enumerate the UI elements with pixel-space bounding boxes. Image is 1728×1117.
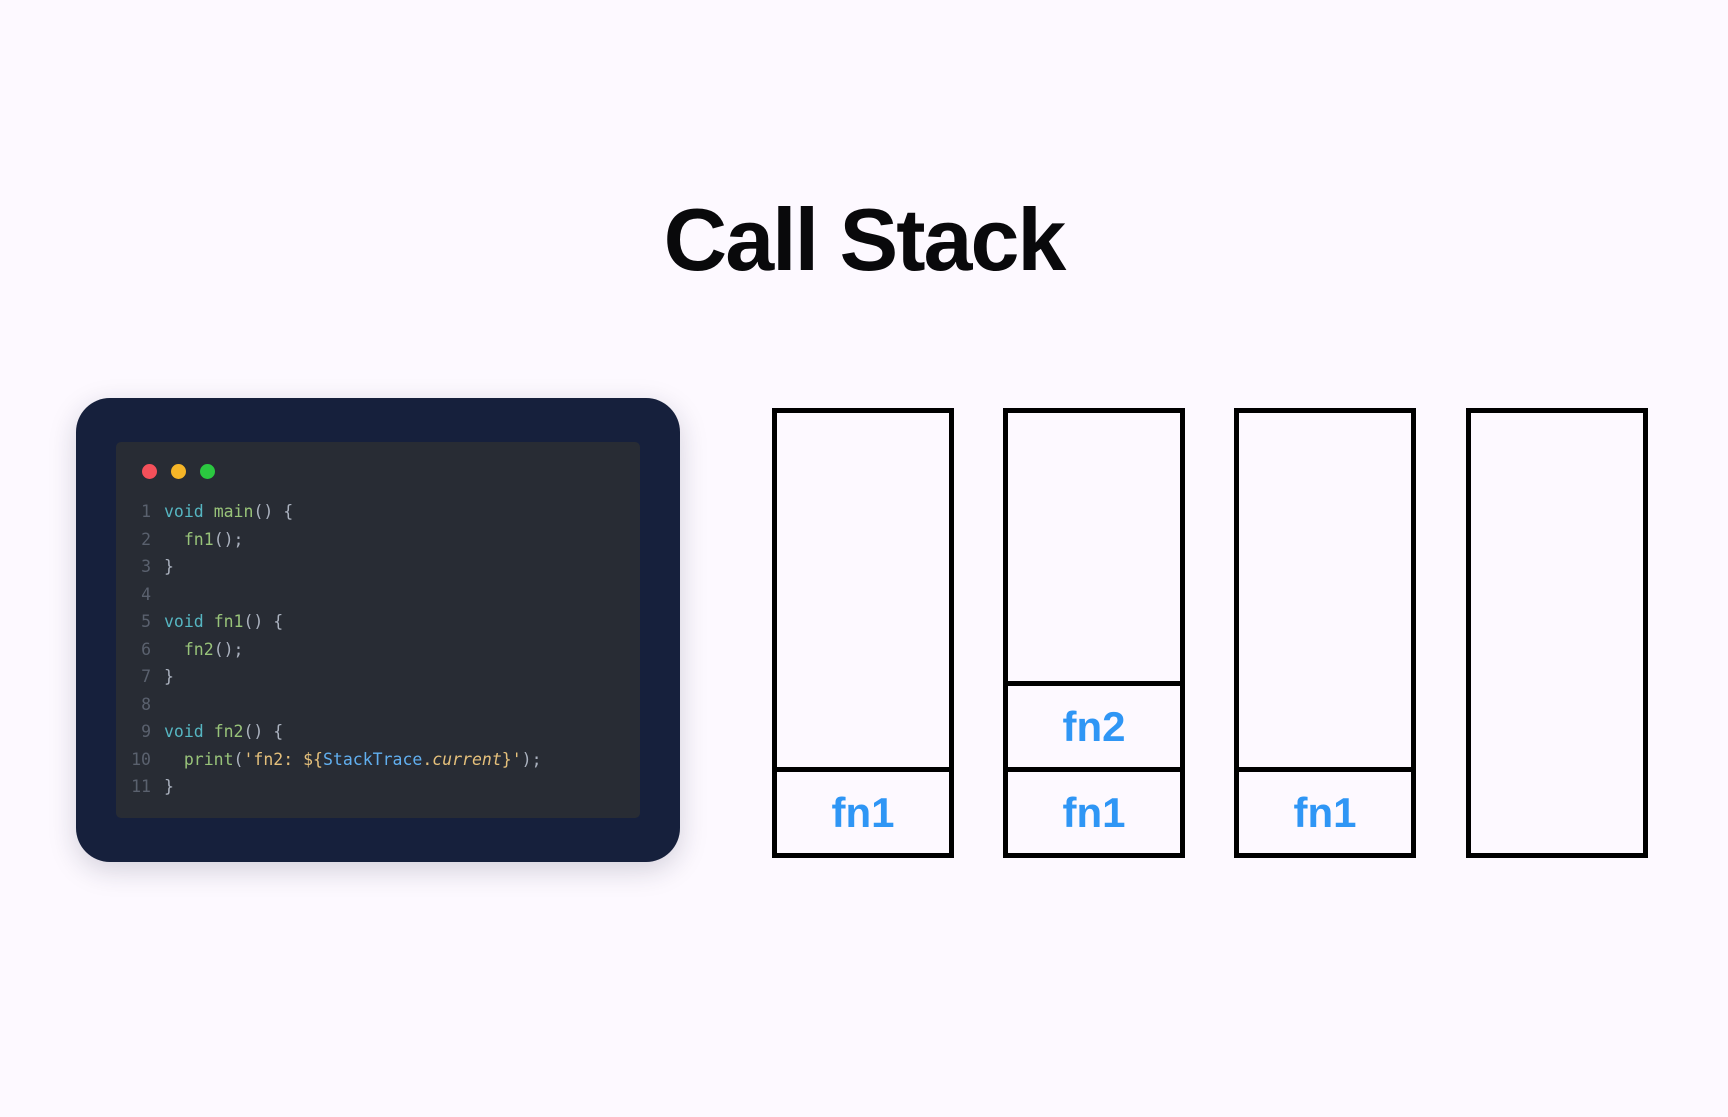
code-token: ();	[213, 529, 244, 549]
code-token: current	[432, 749, 502, 769]
code-line-text: fn1();	[164, 526, 244, 554]
stack-column-3	[1466, 408, 1648, 858]
code-line-text: fn2();	[164, 636, 244, 664]
stack-column-2: fn1	[1234, 408, 1416, 858]
stack-frame: fn1	[777, 767, 949, 853]
code-token: );	[521, 749, 542, 769]
code-token: '	[511, 749, 522, 769]
code-line: 11}	[116, 773, 640, 801]
code-token	[164, 640, 184, 659]
code-token: fn1	[183, 529, 214, 549]
code-token: }	[164, 777, 174, 796]
line-number: 3	[141, 557, 151, 576]
code-line: 2 fn1();	[116, 526, 640, 554]
code-token: 'fn2:	[243, 749, 304, 769]
code-token: StackTrace	[322, 749, 423, 769]
close-dot[interactable]	[142, 464, 157, 479]
code-token: print	[183, 749, 234, 769]
line-number: 10	[131, 749, 151, 769]
stack-frame: fn1	[1239, 767, 1411, 853]
line-number: 5	[141, 612, 151, 631]
code-token: void	[164, 502, 204, 521]
code-line: 6 fn2();	[116, 636, 640, 664]
code-token: }	[501, 749, 512, 769]
code-line-text: print('fn2: ${StackTrace.current}');	[164, 746, 542, 774]
maximize-dot[interactable]	[200, 464, 215, 479]
code-token: (	[233, 749, 244, 769]
code-line: 1 void main() {	[116, 498, 640, 526]
code-token	[164, 530, 184, 549]
code-line-text: }	[164, 663, 174, 691]
code-token: ();	[213, 639, 244, 659]
code-token: void	[164, 612, 204, 631]
code-token: () {	[253, 502, 294, 521]
line-number: 6	[141, 639, 151, 659]
code-line: 8	[116, 691, 640, 719]
page-title: Call Stack	[663, 190, 1067, 289]
code-token	[204, 722, 214, 741]
line-number: 1	[141, 502, 151, 521]
code-line-text: }	[164, 773, 174, 801]
code-token: fn2	[183, 639, 214, 659]
code-token: .	[422, 749, 433, 769]
code-token: }	[164, 667, 174, 686]
code-token: fn1	[213, 612, 244, 631]
line-number: 8	[141, 694, 151, 714]
window-controls	[142, 464, 215, 479]
stack-frame: fn1	[1008, 767, 1180, 853]
code-token: main	[213, 502, 254, 521]
line-number: 9	[141, 722, 151, 741]
line-number: 7	[141, 667, 151, 686]
code-token	[164, 750, 184, 769]
code-line: 5 void fn1() {	[116, 608, 640, 636]
minimize-dot[interactable]	[171, 464, 186, 479]
line-number: 11	[131, 777, 151, 796]
line-number: 2	[141, 529, 151, 549]
code-line-text: }	[164, 553, 174, 581]
stack-frame: fn2	[1008, 681, 1180, 767]
code-line-text: void fn2() {	[164, 718, 283, 746]
code-line: 7}	[116, 663, 640, 691]
stack-column-0: fn1	[772, 408, 954, 858]
code-token: () {	[243, 612, 284, 631]
code-token: fn2	[213, 722, 244, 741]
code-line: 3}	[116, 553, 640, 581]
code-token: void	[164, 722, 204, 741]
code-token	[204, 502, 214, 521]
code-line: 9 void fn2() {	[116, 718, 640, 746]
code-line: 4	[116, 581, 640, 609]
code-line-text: void main() {	[164, 498, 293, 526]
code-line: 10 print('fn2: ${StackTrace.current}');	[116, 746, 640, 774]
code-line-text: void fn1() {	[164, 608, 283, 636]
code-token: () {	[243, 722, 284, 741]
code-token: }	[164, 557, 174, 576]
line-number: 4	[141, 584, 151, 604]
code-token	[204, 612, 214, 631]
code-token: ${	[303, 749, 323, 769]
